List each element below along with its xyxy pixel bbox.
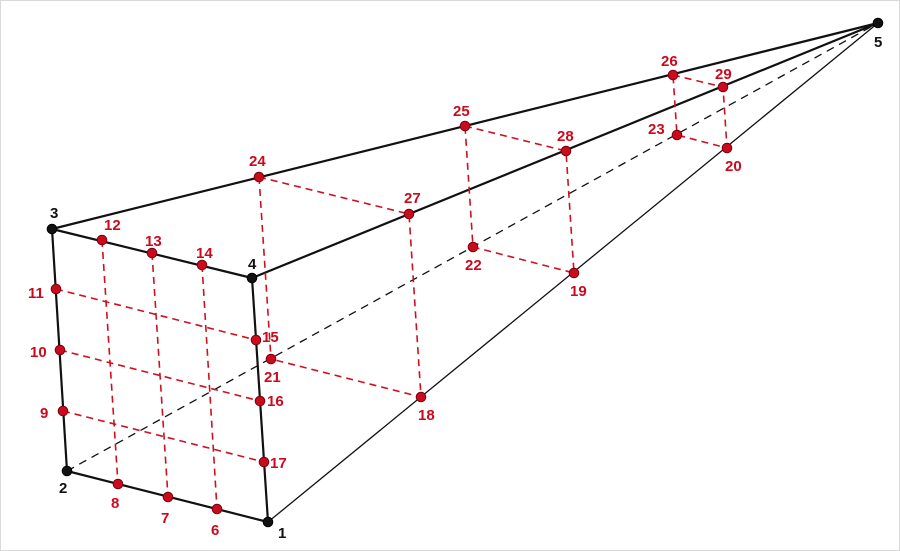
node-13 [146, 247, 158, 259]
node-label-27: 27 [404, 190, 421, 207]
node-3 [46, 223, 58, 235]
node-27 [403, 208, 415, 220]
corner-labels: 1 2 3 4 5 [50, 34, 882, 542]
grid-labels: 6 7 8 9 10 11 12 13 14 15 16 17 18 19 20… [28, 53, 742, 539]
node-22 [467, 241, 479, 253]
node-label-20: 20 [725, 158, 742, 175]
node-15 [250, 334, 262, 346]
node-28 [560, 145, 572, 157]
node-26 [667, 69, 679, 81]
node-label-24: 24 [249, 153, 266, 170]
node-label-16: 16 [267, 393, 284, 410]
node-11 [50, 283, 62, 295]
node-8 [112, 478, 124, 490]
node-20 [721, 142, 733, 154]
node-10 [54, 344, 66, 356]
node-7 [162, 491, 174, 503]
node-17 [258, 456, 270, 468]
grid-lines [55, 74, 728, 510]
corner-nodes [46, 17, 884, 528]
node-label-8: 8 [111, 495, 119, 512]
node-label-2: 2 [59, 480, 67, 497]
grid-line-13-7 [151, 252, 169, 498]
grid-section-24-27-18-21 [258, 176, 422, 399]
node-label-13: 13 [145, 233, 162, 250]
node-16 [254, 395, 266, 407]
grid-line-14-6 [201, 264, 218, 510]
node-label-11: 11 [28, 285, 44, 302]
node-label-26: 26 [661, 53, 678, 70]
node-1 [262, 516, 274, 528]
node-label-12: 12 [104, 217, 121, 234]
node-label-10: 10 [30, 344, 47, 361]
node-label-25: 25 [453, 103, 470, 120]
grid-line-9-17 [62, 410, 265, 463]
node-24 [253, 171, 265, 183]
node-5 [872, 17, 884, 29]
node-25 [459, 120, 471, 132]
node-18 [415, 391, 427, 403]
node-6 [211, 503, 223, 515]
node-label-21: 21 [264, 369, 281, 386]
node-label-9: 9 [40, 405, 48, 422]
node-label-15: 15 [262, 329, 279, 346]
node-29 [717, 81, 729, 93]
node-label-14: 14 [196, 245, 213, 262]
grid-nodes [50, 69, 733, 515]
node-label-7: 7 [161, 510, 169, 527]
node-label-5: 5 [874, 34, 882, 51]
node-label-28: 28 [557, 128, 574, 145]
node-9 [57, 405, 69, 417]
node-14 [196, 259, 208, 271]
node-4 [246, 272, 258, 284]
node-label-3: 3 [50, 205, 58, 222]
node-label-1: 1 [278, 525, 286, 542]
node-label-17: 17 [270, 455, 287, 472]
node-12 [96, 234, 108, 246]
node-2 [61, 465, 73, 477]
node-label-22: 22 [465, 257, 482, 274]
node-label-4: 4 [248, 256, 257, 273]
node-label-6: 6 [211, 522, 219, 539]
node-label-18: 18 [418, 407, 435, 424]
grid-line-24-21 [258, 176, 272, 360]
node-19 [568, 267, 580, 279]
node-21 [265, 353, 277, 365]
node-label-29: 29 [715, 66, 732, 83]
node-label-19: 19 [570, 283, 587, 300]
grid-line-10-16 [59, 349, 261, 402]
grid-line-12-8 [101, 239, 119, 485]
grid-line-11-15 [55, 288, 257, 341]
node-23 [671, 129, 683, 141]
node-label-23: 23 [648, 121, 665, 138]
